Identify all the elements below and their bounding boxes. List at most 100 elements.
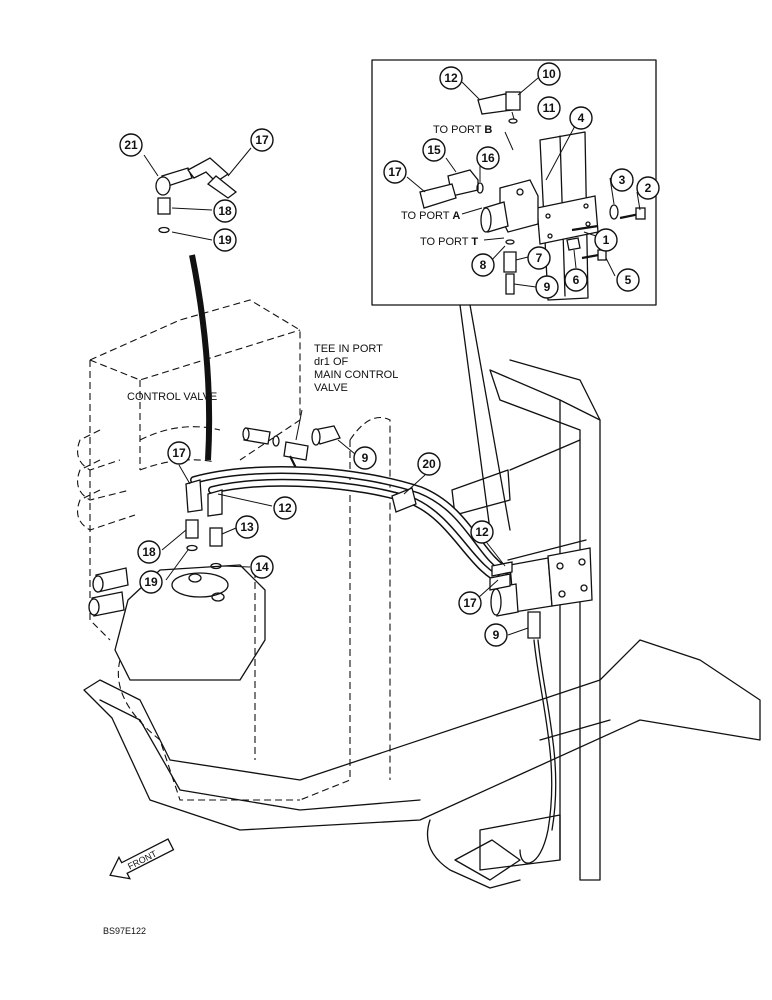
callout-8: 8	[471, 253, 495, 277]
pump-housing	[114, 564, 266, 681]
to-port-t-label: TO PORT T	[420, 236, 478, 248]
svg-text:8: 8	[480, 258, 487, 272]
inset-hose-9	[505, 273, 515, 295]
fitting-9-block	[527, 611, 541, 639]
svg-text:9: 9	[544, 280, 551, 294]
svg-text:19: 19	[218, 233, 232, 247]
fitting-12-valve	[207, 489, 223, 517]
hose-17-top	[187, 157, 230, 183]
callout-19-top: 19	[213, 228, 237, 252]
svg-text:21: 21	[124, 138, 138, 152]
figure-code: BS97E122	[103, 926, 146, 936]
tee-label-line4: VALVE	[314, 382, 348, 394]
inset-detail: TO PORT B TO PORT A TO PORT T	[371, 59, 657, 531]
hose-clamp-20	[391, 487, 417, 513]
callout-2: 2	[636, 176, 660, 200]
inset-oring-11	[508, 118, 518, 124]
svg-text:17: 17	[255, 133, 269, 147]
inset-pointer-left	[459, 304, 491, 531]
callout-4: 4	[569, 106, 593, 130]
inset-fitting-7	[503, 251, 517, 273]
callout-18-valve: 18	[137, 540, 161, 564]
callout-21: 21	[119, 133, 143, 157]
callout-9-block: 9	[484, 623, 508, 647]
callout-7: 7	[527, 246, 551, 270]
inset-nut-6	[566, 237, 581, 251]
tee-fittings: TEE IN PORT dr1 OF MAIN CONTROL VALVE	[242, 343, 398, 469]
svg-text:20: 20	[422, 457, 436, 471]
inset-pointer-right	[469, 304, 511, 531]
callout-12-block: 12	[470, 520, 494, 544]
svg-text:12: 12	[278, 501, 292, 515]
svg-text:9: 9	[493, 628, 500, 642]
callout-18-top: 18	[213, 199, 237, 223]
callout-12-inset: 12	[439, 66, 463, 90]
to-port-a-label: TO PORT A	[401, 210, 460, 222]
svg-text:11: 11	[543, 101, 556, 115]
callout-17-top: 17	[250, 128, 274, 152]
callout-15: 15	[422, 138, 446, 162]
callout-10: 10	[537, 62, 561, 86]
svg-text:2: 2	[645, 181, 652, 195]
callout-3: 3	[610, 168, 634, 192]
svg-text:12: 12	[444, 71, 458, 85]
control-valve-label: CONTROL VALVE	[127, 391, 217, 403]
to-port-b-label: TO PORT B	[433, 124, 492, 136]
callout-17-inset: 17	[383, 160, 407, 184]
fitting-17-valve	[185, 479, 203, 513]
inset-bolt-1	[571, 224, 599, 232]
front-arrow-shape	[109, 838, 175, 880]
svg-text:1: 1	[603, 233, 610, 247]
fitting-18-top	[157, 197, 171, 215]
svg-text:4: 4	[578, 111, 585, 125]
svg-text:6: 6	[573, 273, 580, 287]
callout-12-valve: 12	[273, 496, 297, 520]
mount-plate	[547, 547, 593, 607]
svg-text:7: 7	[536, 251, 543, 265]
svg-text:18: 18	[142, 545, 156, 559]
callout-6: 6	[564, 268, 588, 292]
svg-text:12: 12	[475, 525, 489, 539]
svg-text:15: 15	[427, 143, 441, 157]
svg-text:14: 14	[255, 560, 269, 574]
fitting-18-valve	[185, 519, 199, 539]
front-arrow: FRONT	[109, 838, 175, 880]
inset-mount-plate	[536, 195, 599, 245]
callout-17-block: 17	[458, 591, 482, 615]
callout-14: 14	[250, 555, 274, 579]
svg-text:5: 5	[625, 273, 632, 287]
callout-13: 13	[235, 515, 259, 539]
top-left-detail	[143, 147, 252, 241]
hydraulic-tank	[88, 416, 391, 801]
machine-frame	[83, 359, 761, 889]
svg-text:19: 19	[144, 575, 158, 589]
hoses-to-block	[161, 464, 514, 586]
svg-text:9: 9	[362, 451, 369, 465]
inset-washer-3	[609, 204, 619, 220]
oring-14	[210, 562, 222, 570]
svg-text:18: 18	[218, 204, 232, 218]
svg-text:17: 17	[388, 165, 402, 179]
tee-label-line3: MAIN CONTROL	[314, 369, 398, 381]
callout-9-tee: 9	[353, 446, 377, 470]
oring-19-top	[158, 226, 170, 234]
valve-block-main	[477, 533, 593, 864]
callout-9-inset: 9	[535, 275, 559, 299]
svg-text:17: 17	[172, 446, 186, 460]
callout-20: 20	[417, 452, 441, 476]
svg-text:3: 3	[619, 173, 626, 187]
inset-oring-8	[505, 239, 515, 245]
tee-label-line1: TEE IN PORT	[314, 343, 383, 355]
callout-16: 16	[476, 146, 500, 170]
svg-text:13: 13	[240, 520, 254, 534]
long-hose	[189, 254, 213, 461]
tee-fitting	[283, 441, 309, 461]
svg-text:16: 16	[481, 151, 495, 165]
callout-1: 1	[594, 228, 618, 252]
tee-label-line2: dr1 OF	[314, 356, 349, 368]
svg-text:10: 10	[542, 67, 556, 81]
inset-oring-16	[476, 182, 484, 194]
callout-17-valve: 17	[167, 441, 191, 465]
svg-text:17: 17	[463, 596, 477, 610]
